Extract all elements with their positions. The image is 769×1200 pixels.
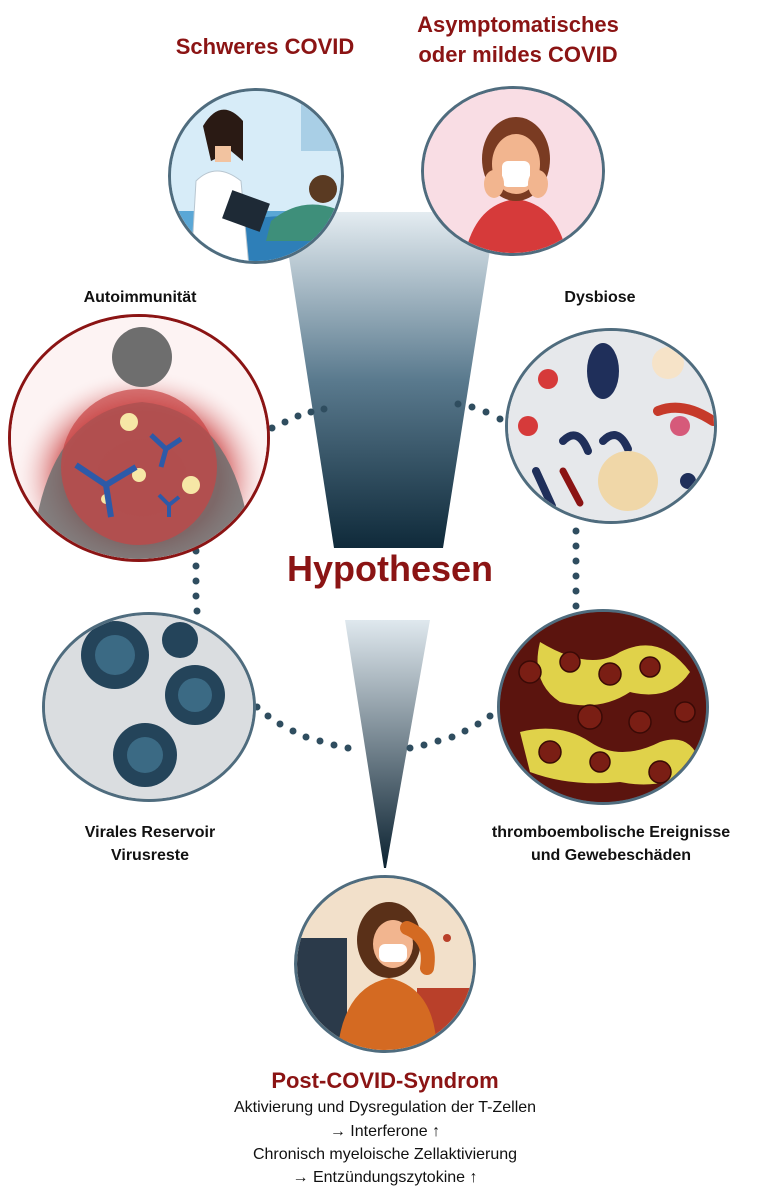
thromboembolic-label-line2: und Gewebeschäden — [530, 847, 692, 864]
autoimmunity-illustration — [8, 314, 270, 562]
funnel-lower — [345, 620, 430, 868]
dotted-connectors — [192, 400, 580, 752]
mild-covid-label-line1: Asymptomatisches — [417, 12, 619, 37]
thromboembolic-label-line1: thromboembolische Ereignisse — [491, 824, 731, 841]
post-covid-title: Post-COVID-Syndrom — [271, 1068, 499, 1093]
post-covid-line-2: → Interferone ↑ — [329, 1123, 441, 1140]
post-covid-line-3: Chronisch myeloische Zellaktivierung — [252, 1146, 518, 1163]
mild-covid-label-line2: oder mildes COVID — [418, 42, 618, 67]
viral-reservoir-label-line2: Virusreste — [111, 847, 189, 864]
center-title: Hypothesen — [286, 548, 494, 589]
viral-reservoir-label-line1: Virales Reservoir — [84, 824, 216, 841]
dysbiosis-label: Dysbiose — [564, 289, 636, 306]
severe-covid-illustration — [168, 88, 344, 264]
mild-covid-illustration — [421, 86, 605, 256]
post-covid-line-1: Aktivierung und Dysregulation der T-Zell… — [233, 1099, 537, 1116]
severe-covid-label: Schweres COVID — [175, 34, 355, 59]
dysbiosis-illustration — [505, 328, 717, 524]
post-covid-illustration — [294, 875, 476, 1053]
viral-reservoir-illustration — [42, 612, 256, 802]
funnel-upper — [282, 212, 496, 548]
post-covid-line-4: → Entzündungszytokine ↑ — [292, 1169, 478, 1186]
tissue-damage-illustration — [497, 609, 709, 805]
autoimmunity-label: Autoimmunität — [83, 289, 197, 306]
